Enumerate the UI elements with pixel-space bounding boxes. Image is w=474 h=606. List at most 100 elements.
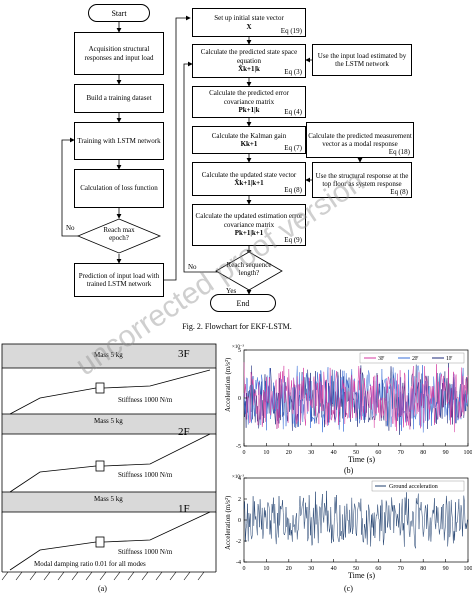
y-tick-label: 0 — [238, 518, 241, 524]
plot-b-scale: ×10⁻³ — [232, 345, 244, 350]
step-label: Set up initial state vector — [214, 14, 284, 23]
x-tick-label: 70 — [398, 450, 404, 456]
step-symbol: X̂k+1|k+1 — [234, 179, 264, 187]
x-tick-label: 50 — [353, 450, 359, 456]
step-label: Calculate the updated estimation error c… — [195, 212, 303, 229]
figure-caption: Fig. 2. Flowchart for EKF-LSTM. — [182, 322, 292, 331]
x-tick-label: 100 — [464, 566, 473, 572]
step-eq: Eq (3) — [284, 67, 302, 76]
step-eq: Eq (18) — [388, 147, 410, 156]
x-tick-label: 70 — [398, 566, 404, 572]
x-tick-label: 60 — [375, 566, 381, 572]
step-eq: Eq (8) — [390, 187, 408, 196]
step-label: Calculate the updated state vector — [201, 170, 297, 179]
x-tick-label: 40 — [331, 450, 337, 456]
mass-label-3: Mass 5 kg — [94, 351, 123, 359]
legend-entry: 2F — [412, 356, 419, 362]
floor-label-1f: 1F — [178, 503, 190, 515]
x-tick-label: 90 — [443, 450, 449, 456]
plot-frame — [243, 349, 469, 447]
legend-entry: 1F — [446, 356, 453, 362]
step-label: Build a training dataset — [86, 94, 152, 103]
x-tick-label: 20 — [286, 450, 292, 456]
step-eq: Eq (7) — [284, 143, 302, 152]
plot-c-scale: ×10⁻³ — [232, 475, 244, 480]
mass-label-1: Mass 5 kg — [94, 495, 123, 503]
step-predicted-measurement: Calculate the predicted measurement vect… — [306, 122, 414, 158]
step-eq: Eq (19) — [280, 26, 302, 35]
stiffness-label-3: Stiffness 1000 N/m — [118, 396, 173, 404]
floor-label-3f: 3F — [178, 348, 190, 360]
step-label: Calculate the predicted measurement vect… — [308, 131, 412, 148]
x-tick-label: 0 — [243, 566, 246, 572]
plot-c-xlabel: Time (s) — [348, 571, 376, 580]
series-line-ground-acceleration — [243, 490, 469, 549]
step-symbol: X — [246, 22, 252, 31]
step-use-input-load: Use the input load estimated by the LSTM… — [312, 44, 412, 76]
floor-label-2f: 2F — [178, 426, 190, 438]
x-tick-label: 90 — [443, 566, 449, 572]
series-line-3f — [243, 362, 469, 433]
step-training-lstm: Training with LSTM network — [74, 122, 164, 160]
step-label: Calculate the predicted error covariance… — [209, 89, 289, 106]
step-updated-state: Calculate the updated state vector X̂k+1… — [192, 162, 306, 196]
plot-b-xlabel: Time (s) — [348, 455, 376, 464]
plot-c-ylabel: Acceleration (m/s²) — [224, 495, 232, 550]
step-predicted-covariance: Calculate the predicted error covariance… — [192, 86, 306, 118]
subfig-label-a: (a) — [98, 584, 107, 593]
step-eq: Eq (8) — [284, 185, 302, 194]
legend: 3F 2F 1F — [359, 352, 465, 364]
step-label: Use the input load estimated by the LSTM… — [317, 51, 407, 68]
step-label: Calculate the Kalman gain — [211, 131, 287, 140]
step-label: Training with LSTM network — [77, 136, 161, 145]
plot-b-ylabel: Acceleration (m/s²) — [224, 357, 232, 412]
decision-max-epoch-label: Reach max epoch? — [103, 226, 135, 242]
y-tick-label: 4 — [238, 476, 241, 482]
step-predicted-state: Calculate the predicted state space equa… — [192, 44, 306, 78]
x-tick-label: 80 — [420, 566, 426, 572]
x-tick-label: 30 — [308, 566, 314, 572]
legend: Ground acceleration — [371, 480, 465, 492]
yes-label: Yes — [226, 287, 237, 295]
step-eq: Eq (4) — [284, 107, 302, 116]
step-symbol: Kk+1 — [240, 140, 258, 148]
end-terminal: End — [210, 294, 276, 312]
end-label: End — [236, 298, 250, 308]
legend-entry: Ground acceleration — [389, 484, 438, 490]
stiffness-label-1: Stiffness 1000 N/m — [118, 548, 173, 556]
x-tick-label: 10 — [263, 566, 269, 572]
x-tick-label: 10 — [263, 450, 269, 456]
step-label: Prediction of input load with trained LS… — [78, 271, 160, 288]
subfig-label-c: (c) — [344, 584, 353, 593]
structure-model — [1, 343, 217, 581]
decision-max-epoch — [76, 218, 162, 254]
step-build-dataset: Build a training dataset — [74, 84, 164, 113]
start-terminal: Start — [88, 4, 150, 22]
x-tick-label: 60 — [375, 450, 381, 456]
x-tick-label: 30 — [308, 450, 314, 456]
x-tick-label: 80 — [420, 450, 426, 456]
x-tick-label: 50 — [353, 566, 359, 572]
x-tick-label: 40 — [331, 566, 337, 572]
stiffness-label-2: Stiffness 1000 N/m — [118, 471, 173, 479]
step-label: Use the structural response at the top f… — [315, 171, 409, 188]
step-symbol: Pk+1|k+1 — [234, 229, 264, 238]
step-prediction: Prediction of input load with trained LS… — [74, 263, 164, 297]
damping-label: Modal damping ratio 0.01 for all modes — [34, 560, 146, 568]
x-tick-label: 20 — [286, 566, 292, 572]
step-updated-covariance: Calculate the updated estimation error c… — [192, 204, 306, 246]
no-label-center: No — [188, 263, 197, 271]
mass-label-2: Mass 5 kg — [94, 417, 123, 425]
y-tick-label: -2 — [236, 539, 241, 545]
y-tick-label: 5 — [238, 348, 241, 354]
step-symbol: Pk+1|k — [238, 106, 260, 115]
step-acquisition: Acquisition structural responses and inp… — [74, 32, 164, 75]
y-tick-label: -4 — [236, 560, 241, 566]
step-kalman-gain: Calculate the Kalman gain Kk+1 Eq (7) — [192, 126, 306, 154]
legend-entry: 3F — [378, 356, 385, 362]
step-symbol: X̂k+1|k — [238, 65, 260, 74]
start-label: Start — [111, 8, 127, 18]
step-label: Acquisition structural responses and inp… — [84, 45, 154, 62]
